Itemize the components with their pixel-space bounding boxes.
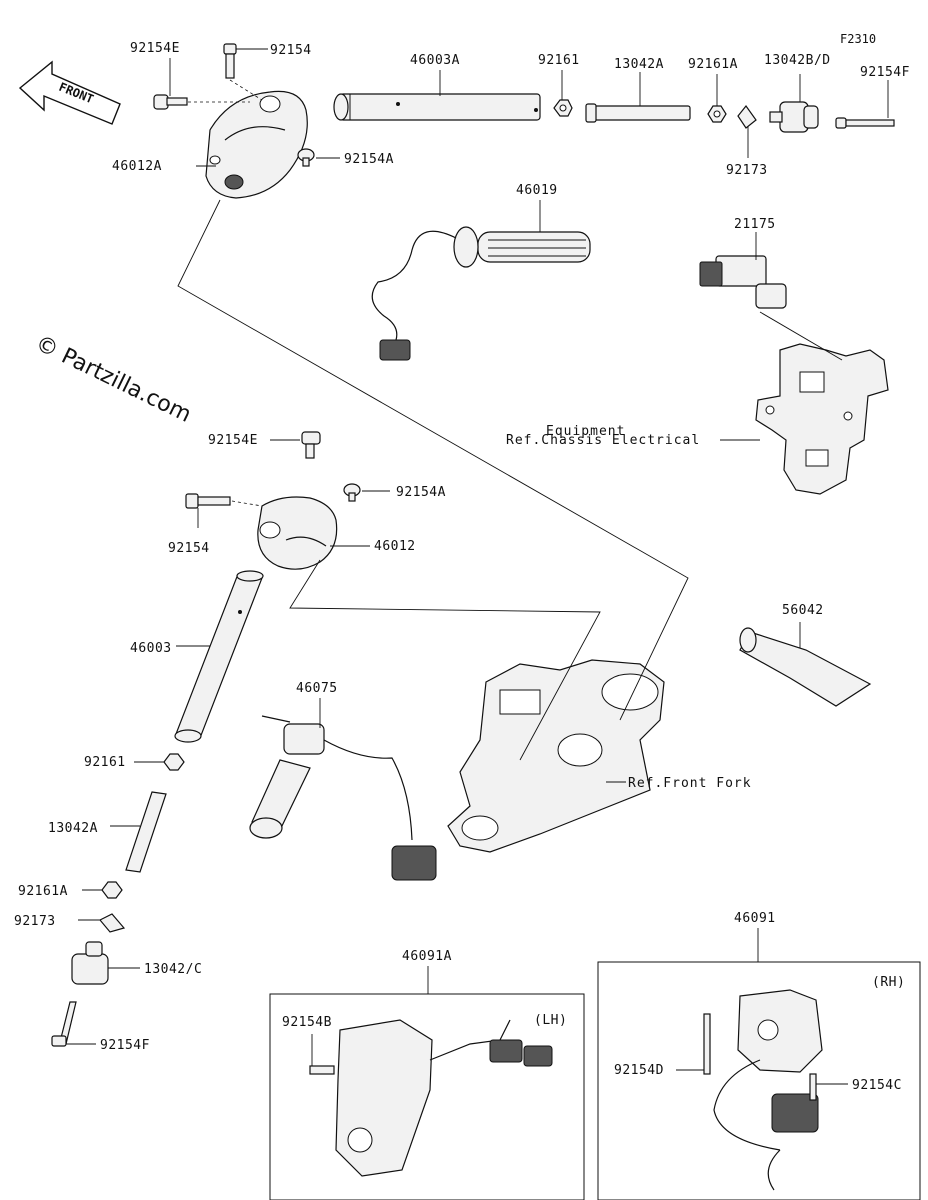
label-13042bd: 13042B/D	[764, 53, 831, 68]
box-rh-switch	[597, 961, 921, 1200]
label-13042a-low: 13042A	[48, 821, 98, 836]
bolt-92154-top	[223, 43, 237, 79]
clip-92173-top	[737, 105, 757, 129]
nut-92161a-low	[101, 881, 123, 899]
label-46003a: 46003A	[410, 53, 460, 68]
figure-code: F2310	[840, 32, 876, 46]
label-92161a-top: 92161A	[688, 57, 738, 72]
ref-front-fork: Ref.Front Fork	[628, 776, 752, 791]
bar-end-13042bd	[769, 101, 819, 133]
switch-46091a	[309, 1019, 553, 1177]
clip-92173-low	[99, 913, 126, 933]
label-92154-top: 92154	[270, 43, 312, 58]
bracket-chassis	[755, 343, 889, 495]
label-46003: 46003	[130, 641, 172, 656]
throttle-grip-46075	[249, 715, 437, 881]
watermark: © Partzilla.com	[31, 331, 195, 428]
label-92154d: 92154D	[614, 1063, 664, 1078]
label-46091a: 46091A	[402, 949, 452, 964]
screw-92154a-top	[297, 148, 315, 167]
ref-line-upper-clamp	[177, 199, 689, 721]
handlebar-46003	[174, 570, 264, 743]
clamp-46012	[257, 496, 338, 570]
label-46091: 46091	[734, 911, 776, 926]
label-92154f-low: 92154F	[100, 1038, 150, 1053]
bar-end-13042c	[71, 941, 109, 985]
label-92154e-mid: 92154E	[208, 433, 258, 448]
handlebar-46003a	[333, 93, 541, 121]
nut-92161-low	[163, 753, 185, 771]
label-92154e-top: 92154E	[130, 41, 180, 56]
label-92154a-top: 92154A	[344, 152, 394, 167]
label-92154f-top: 92154F	[860, 65, 910, 80]
tag-lh: (LH)	[534, 1013, 567, 1028]
bolt-92154e-top	[153, 94, 188, 110]
leader-lines	[66, 48, 889, 1085]
bolt-92154f-low	[51, 1001, 77, 1047]
nut-92161a-top	[707, 105, 727, 123]
label-92154a-mid: 92154A	[396, 485, 446, 500]
ref-chassis-line1: Ref.Chassis Electrical	[506, 433, 700, 448]
bolt-92154e-mid	[301, 431, 321, 459]
ref-line-mid-clamp	[289, 559, 601, 761]
unit-21175	[699, 255, 787, 309]
label-56042: 56042	[782, 603, 824, 618]
label-92154c: 92154C	[852, 1078, 902, 1093]
tag-rh: (RH)	[872, 975, 905, 990]
tube-56042	[739, 627, 872, 707]
label-46012a: 46012A	[112, 159, 162, 174]
ref-chassis-line2: Equipment	[546, 424, 625, 439]
switch-46091	[703, 989, 823, 1191]
top-clamp-front-fork	[447, 659, 665, 853]
label-92173-top: 92173	[726, 163, 768, 178]
label-92154b: 92154B	[282, 1015, 332, 1030]
label-46012: 46012	[374, 539, 416, 554]
front-arrow: FRONT	[18, 60, 121, 125]
label-13042a-top: 13042A	[614, 57, 664, 72]
label-92161a-low: 92161A	[18, 884, 68, 899]
label-13042c: 13042/C	[144, 962, 202, 977]
grip-46019	[371, 226, 591, 361]
ref-line-21175	[759, 311, 843, 361]
rod-13042a-top	[585, 103, 691, 123]
label-92161-top: 92161	[538, 53, 580, 68]
nut-92161-top	[553, 99, 573, 117]
bolt-92154f-top	[835, 117, 895, 129]
screw-92154a-mid	[343, 483, 361, 502]
label-21175: 21175	[734, 217, 776, 232]
rod-13042a-low	[125, 791, 167, 873]
clamp-46012a	[205, 90, 308, 199]
label-46019: 46019	[516, 183, 558, 198]
label-92173-low: 92173	[14, 914, 56, 929]
bolt-92154-mid	[185, 493, 231, 509]
label-92154-mid: 92154	[168, 541, 210, 556]
label-92161-low: 92161	[84, 755, 126, 770]
label-46075: 46075	[296, 681, 338, 696]
box-lh-switch	[269, 993, 585, 1200]
